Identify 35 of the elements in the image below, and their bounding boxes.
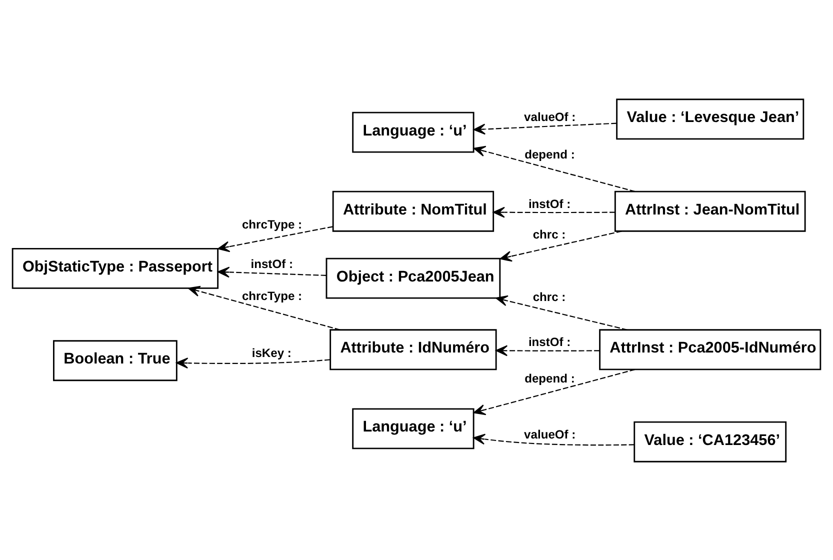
edge-label: chrcType :: [242, 288, 302, 303]
arrow: [500, 230, 622, 262]
edge-label: isKey :: [252, 346, 292, 360]
node-box: Attribute : NomTitul: [332, 190, 494, 232]
arrow: [473, 122, 617, 134]
edge-label: chrc :: [532, 227, 566, 242]
arrow: [496, 344, 600, 356]
node-box: Value : ‘Levesque Jean’: [616, 98, 804, 140]
node-box: Language : ‘u’: [352, 111, 474, 152]
edge-label: instOf :: [528, 334, 571, 349]
edge-label: depend :: [524, 370, 575, 385]
node-box: ObjStaticType : Passeport: [12, 247, 219, 288]
arrow: [218, 226, 333, 252]
node-box: AttrInst : Pca2005-IdNuméro: [599, 328, 822, 370]
arrow: [473, 368, 636, 415]
arrow: [473, 145, 636, 192]
edge-label: chrcType :: [242, 217, 302, 232]
edge-label: chrc :: [532, 290, 566, 304]
edge-label: valueOf :: [524, 426, 576, 441]
arrow: [188, 285, 340, 330]
arrow: [492, 206, 615, 218]
arrow: [496, 294, 628, 330]
node-box: Language : ‘u’: [352, 408, 474, 449]
node-box: Object : Pca2005Jean: [326, 257, 501, 298]
arrow: [176, 357, 330, 368]
arrow: [218, 266, 326, 278]
edge-label: instOf :: [250, 256, 293, 271]
node-box: AttrInst : Jean-NomTitul: [614, 190, 806, 232]
node-box: Attribute : IdNuméro: [330, 328, 497, 370]
edge-label: instOf :: [528, 196, 571, 210]
node-box: Value : ‘CA123456’: [634, 420, 787, 462]
arrow: [473, 433, 634, 446]
node-box: Boolean : True: [53, 340, 178, 381]
edge-label: depend :: [524, 146, 575, 161]
edge-label: valueOf :: [524, 110, 576, 124]
